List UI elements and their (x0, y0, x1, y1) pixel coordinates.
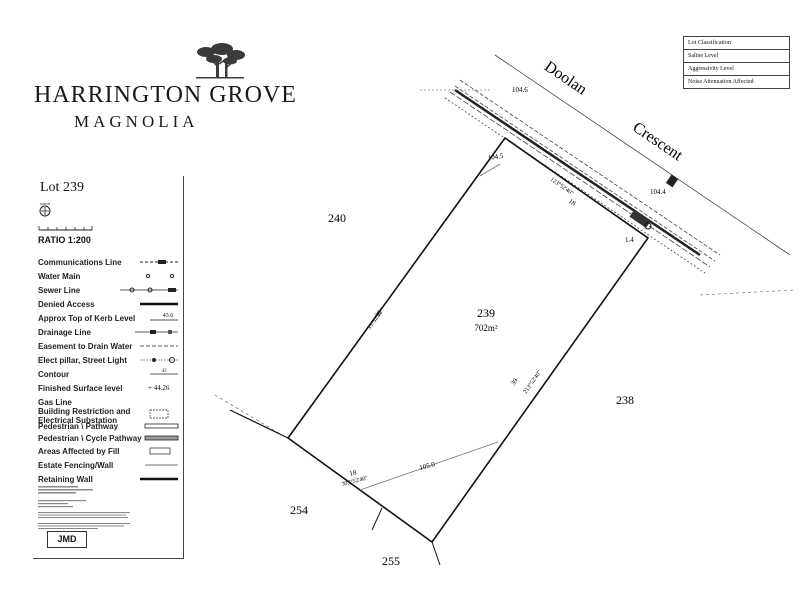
legend-item: Sewer Line (38, 286, 81, 295)
scale-bar (38, 226, 93, 231)
legend-item: Pedestrian \ Cycle Pathway (38, 434, 142, 443)
fine-print-block (38, 486, 130, 529)
legend-item: Approx Top of Kerb Level (38, 314, 136, 323)
legend-item: Retaining Wall (38, 475, 93, 484)
legend-item: Finished Surface level (38, 384, 123, 393)
north-arrow-icon: NORTH (39, 202, 51, 217)
info-row: Noise Attenuation Affected (683, 75, 790, 89)
lot-254-255-line (431, 541, 441, 566)
legend-item: Denied Access (38, 300, 95, 309)
street-name: Doolan (541, 58, 590, 98)
legend-item: Contour (38, 370, 70, 379)
legend-item: Building Restriction and Electrical Subs… (38, 407, 131, 425)
jmd-logo: JMD (47, 531, 87, 548)
road-corridor (420, 54, 791, 274)
level-road: 104.6 (512, 86, 528, 94)
left-verge (214, 394, 288, 439)
front-dimension: 18 (567, 197, 578, 208)
legend-item: Pedestrian \ Pathway (38, 422, 119, 431)
legend-item: Areas Affected by Fill (38, 447, 120, 456)
level-corner: 104.4 (650, 188, 666, 196)
brand-name: HARRINGTON GROVE (34, 82, 297, 108)
legend-item: Elect pillar, Street Light (38, 356, 127, 365)
right-verge (699, 289, 796, 296)
neighbor-238: 238 (616, 393, 634, 407)
lot-254-tick (371, 507, 383, 531)
level-leader (479, 163, 501, 177)
legend-item: Gas Line (38, 398, 72, 407)
lot-240-line (229, 409, 289, 439)
tree-logo-icon (196, 43, 245, 79)
level-rear: 105.0 (419, 460, 437, 472)
neighbor-255: 255 (382, 554, 400, 568)
lot-area: 702m² (474, 323, 498, 333)
lot-title: Lot 239 (40, 180, 84, 195)
scale-ratio: RATIO 1:200 (38, 235, 91, 245)
right-bearing: 213°52'40" (522, 369, 543, 396)
neighbor-240: 240 (328, 211, 346, 225)
legend-item: Estate Fencing/Wall (38, 461, 114, 470)
level-front: 104.5 (487, 152, 504, 162)
street-name-2: Crescent (630, 119, 686, 165)
corner-truncation: 1.4 (625, 236, 634, 244)
legend-item: Communications Line (38, 258, 122, 267)
neighbor-254: 254 (290, 503, 308, 517)
legend-item: Easement to Drain Water (38, 342, 133, 351)
legend-panel (33, 176, 184, 559)
lot-number: 239 (477, 306, 495, 320)
rear-dimension: 18 (349, 468, 358, 478)
right-dimension: 39 (509, 376, 520, 387)
service-pit-icon (629, 174, 679, 230)
info-label: Noise Attenuation Affected (683, 75, 790, 89)
brand-subtitle: MAGNOLIA (74, 112, 199, 131)
north-label: NORTH (40, 202, 51, 206)
fall-line (359, 441, 499, 491)
left-dimension: 39 (373, 308, 384, 319)
legend-item: Drainage Line (38, 328, 91, 337)
front-bearing: 123°52'40" (549, 176, 576, 197)
legend-item: Water Main (38, 272, 81, 281)
